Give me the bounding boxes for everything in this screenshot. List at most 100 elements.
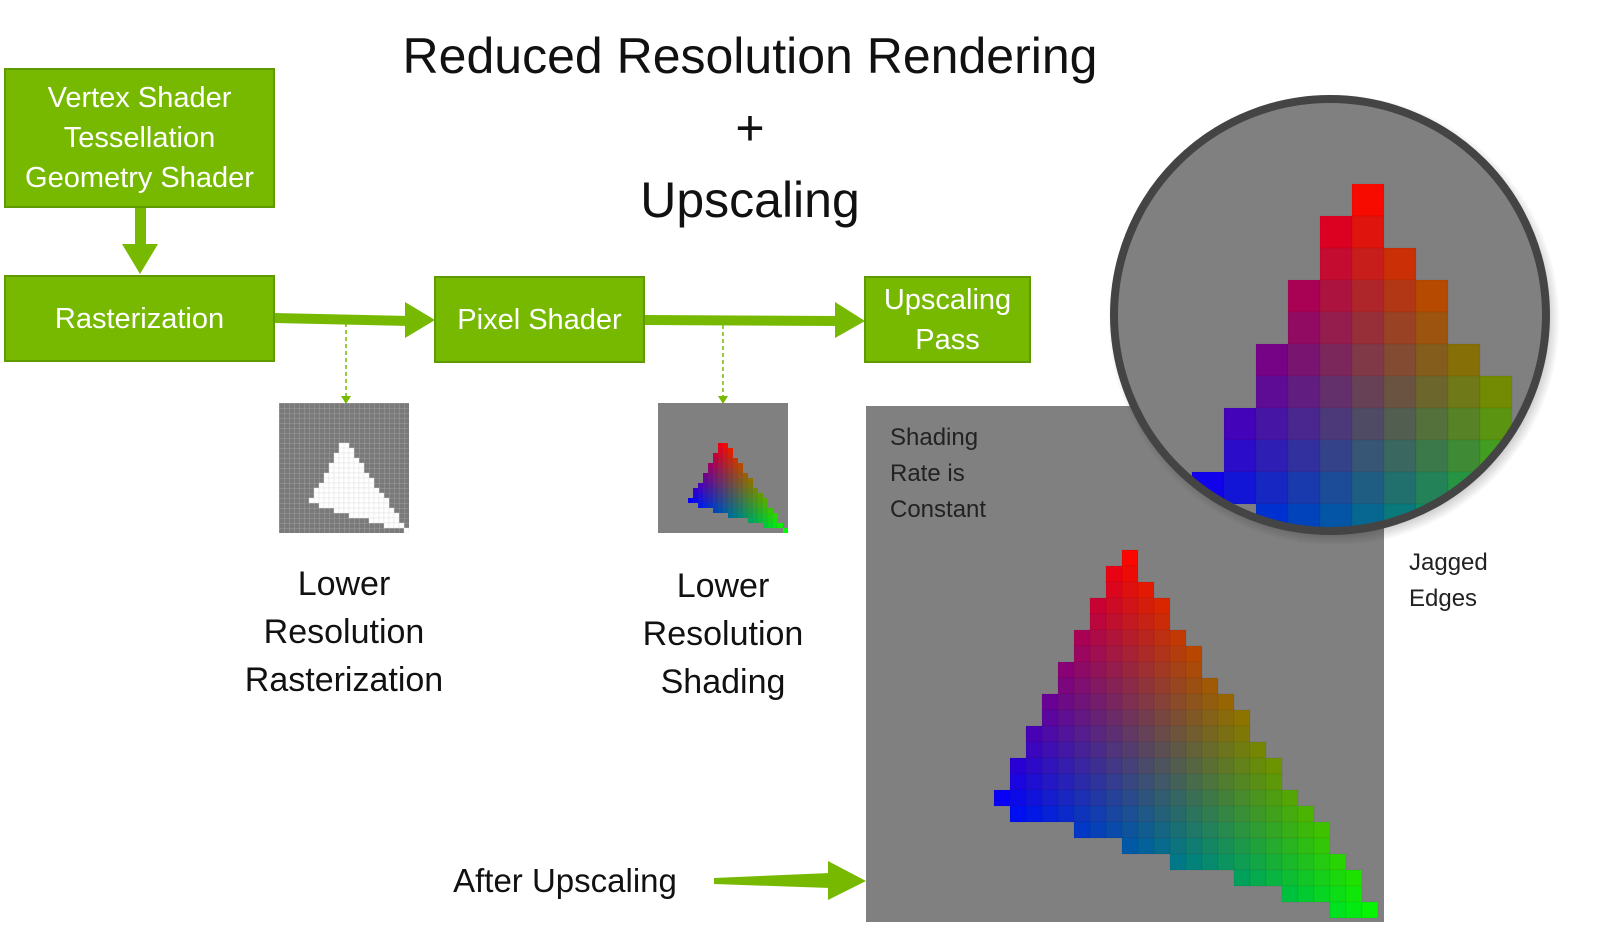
pixel-cell xyxy=(1319,279,1353,313)
pixel-cell xyxy=(713,488,718,493)
pixel-cell xyxy=(343,442,350,449)
pixel-cell xyxy=(1319,471,1353,505)
pixel-cell xyxy=(338,472,345,479)
pixel-cell xyxy=(748,503,753,508)
pixel-cell xyxy=(1169,629,1187,647)
pixel-cell xyxy=(1233,821,1251,839)
pixel-cell xyxy=(388,512,395,519)
pixel-cell xyxy=(718,508,723,513)
pixel-cell xyxy=(1121,757,1139,775)
rasterization-thumbnail xyxy=(279,403,409,533)
pixel-cell xyxy=(1009,805,1027,823)
pixel-cell xyxy=(323,477,330,484)
pixel-cell xyxy=(368,517,375,524)
pixel-cell xyxy=(703,498,708,503)
pixel-cell xyxy=(1447,439,1481,473)
pixel-cell xyxy=(1185,757,1203,775)
pixel-cell xyxy=(1169,789,1187,807)
pixel-cell xyxy=(728,513,733,518)
pixel-cell xyxy=(728,468,733,473)
pixel-cell xyxy=(1233,789,1251,807)
pixel-cell xyxy=(1185,661,1203,679)
pixel-cell xyxy=(388,522,395,529)
pixel-cell xyxy=(1153,645,1171,663)
pixel-cell xyxy=(723,458,728,463)
pixel-cell xyxy=(1383,247,1417,281)
pixel-cell xyxy=(1073,789,1091,807)
pixel-cell xyxy=(313,497,320,504)
pixel-cell xyxy=(728,508,733,513)
pixel-cell xyxy=(1351,375,1385,409)
pixel-cell xyxy=(1121,581,1139,599)
pixel-cell xyxy=(1265,773,1283,791)
pixel-cell xyxy=(1137,677,1155,695)
pixel-cell xyxy=(1233,773,1251,791)
pixel-cell xyxy=(328,502,335,509)
pixel-cell xyxy=(693,488,698,493)
pixel-cell xyxy=(1201,821,1219,839)
pixel-cell xyxy=(348,457,355,464)
pixel-cell xyxy=(1217,773,1235,791)
pixel-cell xyxy=(1089,661,1107,679)
pixel-cell xyxy=(1265,869,1283,887)
rasterized-triangle xyxy=(308,442,409,533)
pixel-cell xyxy=(353,507,360,514)
pixel-cell xyxy=(1201,757,1219,775)
pixel-cell xyxy=(773,518,778,523)
pixel-cell xyxy=(1383,311,1417,345)
rasterization-box: Rasterization xyxy=(4,275,275,362)
pixel-cell xyxy=(1169,709,1187,727)
pixel-cell xyxy=(783,528,788,533)
pixel-cell xyxy=(388,507,395,514)
pixel-cell xyxy=(378,517,385,524)
pixel-cell xyxy=(763,513,768,518)
pixel-cell xyxy=(768,508,773,513)
pixel-cell xyxy=(1479,503,1513,531)
pixel-cell xyxy=(323,487,330,494)
pixel-cell xyxy=(1185,853,1203,871)
pixel-cell xyxy=(1121,821,1139,839)
pixel-cell xyxy=(723,468,728,473)
pixel-cell xyxy=(338,507,345,514)
pixel-cell xyxy=(403,527,409,533)
pixel-cell xyxy=(1169,853,1187,871)
pixel-cell xyxy=(1041,789,1059,807)
pixel-cell xyxy=(753,518,758,523)
pixel-cell xyxy=(393,522,400,529)
pixel-cell xyxy=(1169,821,1187,839)
pixel-cell xyxy=(1153,821,1171,839)
pixel-cell xyxy=(1217,821,1235,839)
pixel-cell xyxy=(343,482,350,489)
pixel-cell xyxy=(348,507,355,514)
pixel-cell xyxy=(318,482,325,489)
pixel-cell xyxy=(718,458,723,463)
pixel-cell xyxy=(718,443,723,448)
pixel-cell xyxy=(1073,693,1091,711)
pixel-cell xyxy=(1073,757,1091,775)
pixel-cell xyxy=(728,453,733,458)
pixel-cell xyxy=(738,503,743,508)
pixel-cell xyxy=(1153,629,1171,647)
pixel-cell xyxy=(368,487,375,494)
pixel-cell xyxy=(328,477,335,484)
pixel-cell xyxy=(1287,343,1321,377)
pixel-cell xyxy=(1319,247,1353,281)
pixel-cell xyxy=(383,507,390,514)
pixel-cell xyxy=(318,492,325,499)
pixel-cell xyxy=(1089,725,1107,743)
pixel-cell xyxy=(738,478,743,483)
pixel-cell xyxy=(1137,597,1155,615)
pixel-cell xyxy=(1105,757,1123,775)
pixel-cell xyxy=(338,482,345,489)
pixel-cell xyxy=(368,492,375,499)
pixel-cell xyxy=(773,523,778,528)
pixel-cell xyxy=(1319,343,1353,377)
pixel-cell xyxy=(338,447,345,454)
pixel-cell xyxy=(1329,869,1347,887)
pixel-cell xyxy=(1233,725,1251,743)
title-line-2: Upscaling xyxy=(640,172,860,228)
pixel-cell xyxy=(1105,629,1123,647)
pixel-cell xyxy=(328,492,335,499)
pixel-cell xyxy=(728,498,733,503)
